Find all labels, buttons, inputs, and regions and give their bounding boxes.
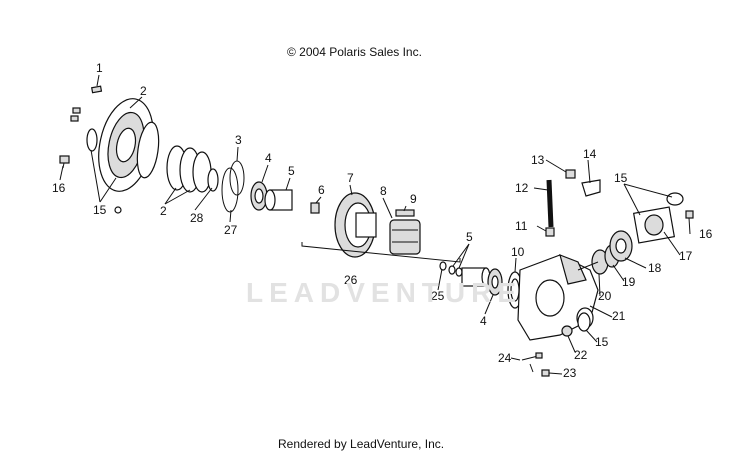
part-12-shaft <box>546 179 554 228</box>
callout-10: 10 <box>511 245 525 259</box>
callout-26: 26 <box>344 273 358 287</box>
part-2-rings <box>166 145 212 193</box>
part-1-pin <box>91 85 103 94</box>
part-16-bolt-right <box>685 210 694 219</box>
callout-4b: 4 <box>480 314 487 328</box>
callout-8: 8 <box>380 184 387 198</box>
callout-22: 22 <box>574 348 588 362</box>
callout-1: 1 <box>96 61 103 75</box>
part-17-cover <box>632 206 676 244</box>
callout-9: 9 <box>410 192 417 206</box>
callout-13: 13 <box>531 153 545 167</box>
part-bolts <box>70 107 81 122</box>
part-25-clip <box>439 261 447 271</box>
part-26-bracket <box>301 242 461 263</box>
part-11-plug <box>545 227 555 237</box>
callout-15b: 15 <box>614 171 628 185</box>
callout-5: 5 <box>288 164 295 178</box>
part-15-seal-top <box>666 192 684 206</box>
callout-6: 6 <box>318 183 325 197</box>
part-2-cover <box>86 98 160 214</box>
callout-27: 27 <box>224 223 238 237</box>
part-15-seal-low <box>577 312 591 332</box>
part-27-circlip <box>221 167 239 213</box>
callout-labels: 1 2 15 16 2 28 27 3 4 5 6 7 26 8 9 25 5 … <box>52 61 713 380</box>
part-16-bolt-left <box>59 155 70 169</box>
part-5-bushing <box>264 189 293 211</box>
part-6-pin <box>310 202 320 214</box>
part-14-bracket <box>581 179 601 197</box>
callout-5b: 5 <box>466 230 473 244</box>
part-22-plug <box>561 325 573 337</box>
watermark: LEADVENTURE <box>246 277 523 308</box>
callout-24: 24 <box>498 351 512 365</box>
part-5-right <box>448 265 491 287</box>
callout-23: 23 <box>563 366 577 380</box>
callout-2b: 2 <box>160 204 167 218</box>
part-7-ring-gear <box>334 192 377 258</box>
part-20-pinion <box>577 249 609 275</box>
callout-11: 11 <box>515 219 528 233</box>
footer-text: Rendered by LeadVenture, Inc. <box>278 437 445 451</box>
part-18-bearing <box>609 230 633 262</box>
part-23-24-bolts <box>521 352 550 377</box>
callout-14: 14 <box>583 147 597 161</box>
callout-4: 4 <box>265 151 272 165</box>
leader-lines <box>59 74 691 375</box>
copyright-text: © 2004 Polaris Sales Inc. <box>287 45 422 59</box>
part-28-washer <box>207 168 219 192</box>
callout-12: 12 <box>515 181 529 195</box>
callout-25: 25 <box>431 289 445 303</box>
callout-15c: 15 <box>595 335 609 349</box>
part-8-9-clutch <box>389 209 421 255</box>
callout-3: 3 <box>235 133 242 147</box>
part-13-bolt <box>565 169 576 179</box>
callout-16: 16 <box>52 181 66 195</box>
callout-2: 2 <box>140 84 147 98</box>
part-4-bearing <box>250 181 268 211</box>
callout-28: 28 <box>190 211 204 225</box>
callout-18: 18 <box>648 261 662 275</box>
callout-19: 19 <box>622 275 636 289</box>
part-4-right-bearing <box>487 268 503 296</box>
callout-17: 17 <box>679 249 693 263</box>
callout-21: 21 <box>612 309 626 323</box>
callout-20: 20 <box>598 289 612 303</box>
callout-16b: 16 <box>699 227 713 241</box>
callout-7: 7 <box>347 171 354 185</box>
callout-15: 15 <box>93 203 107 217</box>
